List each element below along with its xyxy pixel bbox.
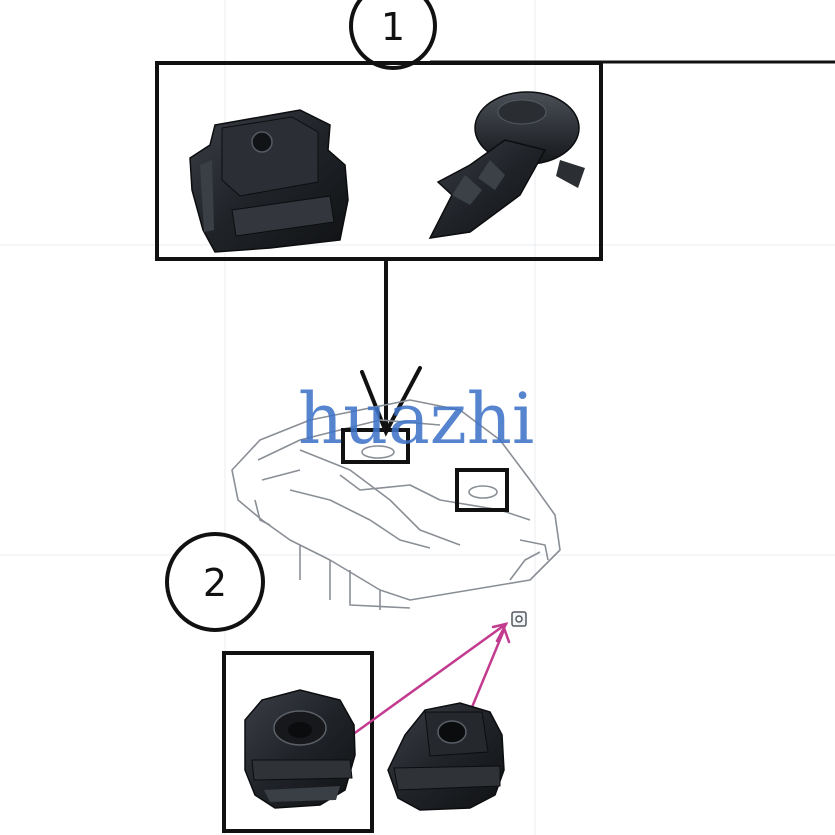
grommet-front-part <box>244 689 356 809</box>
callout-1-circle <box>349 0 437 70</box>
callout-1: 1 <box>349 0 437 70</box>
push-pin-rivet-part <box>428 91 585 239</box>
mount-point-box-1 <box>341 428 410 464</box>
grommet-location-marker <box>511 611 527 627</box>
watermark-text: huazhi <box>298 378 534 460</box>
grommet-leader-lines <box>350 622 511 737</box>
callout-2: 2 <box>165 532 265 632</box>
mount-point-box-2 <box>455 468 509 512</box>
engine-cover-drawing <box>231 399 561 610</box>
grommet-rear-part <box>387 702 505 811</box>
group-1-frame <box>155 61 603 261</box>
group-2-frame <box>222 651 374 833</box>
callout-1-label: 1 <box>381 5 405 49</box>
clip-nut-part <box>189 109 349 253</box>
callout-2-label: 2 <box>203 561 227 605</box>
callout-2-circle <box>165 532 265 632</box>
